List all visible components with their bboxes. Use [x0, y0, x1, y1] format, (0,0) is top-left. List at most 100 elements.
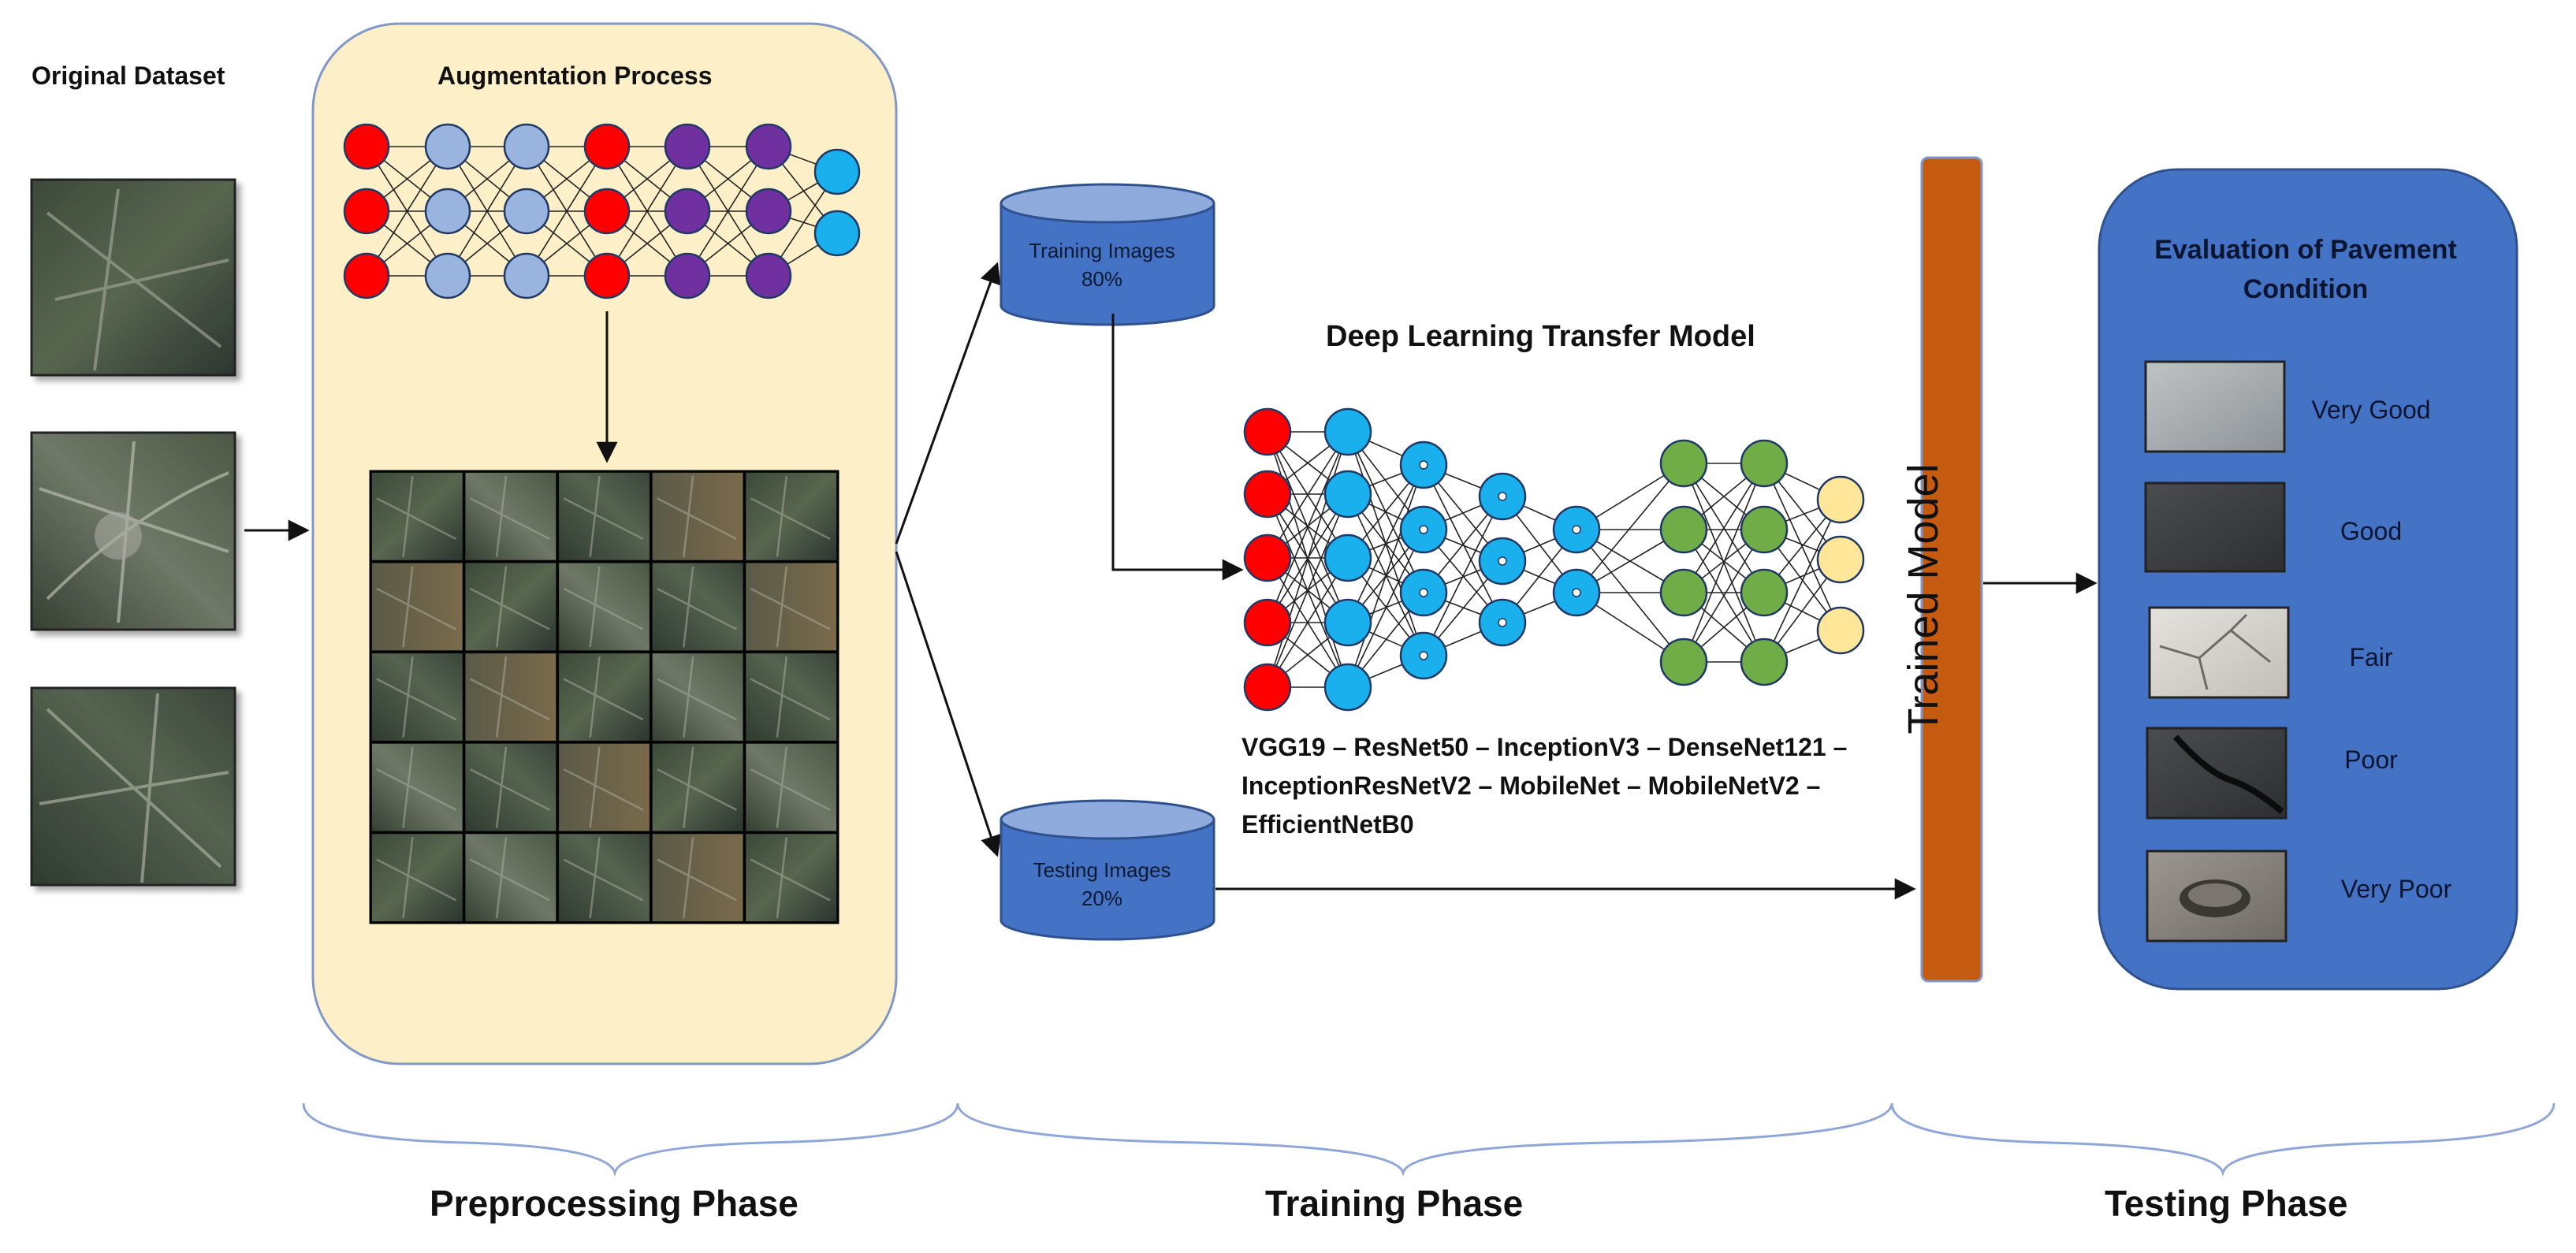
network-edge — [1267, 493, 1349, 688]
augmented-image-tile — [372, 563, 463, 651]
tile-road — [563, 746, 644, 828]
network-node — [503, 123, 550, 170]
pavement-image-good — [2144, 481, 2286, 573]
network-node — [1243, 663, 1292, 712]
network-node — [1243, 407, 1292, 456]
network-node — [1816, 606, 1865, 655]
tile-road — [563, 656, 644, 738]
augmented-image-tile — [372, 834, 463, 921]
trained-model-label: Trained Model — [1900, 463, 1947, 734]
testing-images-text: Testing Images — [1033, 858, 1171, 882]
network-node-center — [1498, 492, 1507, 501]
network-node — [1323, 598, 1372, 647]
network-edge — [1683, 463, 1765, 663]
arrow-to-testing-images — [895, 551, 1002, 857]
network-node — [1659, 568, 1708, 617]
network-node — [1323, 407, 1372, 456]
network-edge — [1347, 464, 1424, 688]
augmented-image-tile — [465, 653, 557, 741]
network-node — [583, 123, 631, 170]
network-node — [583, 252, 631, 299]
network-node — [1659, 439, 1708, 488]
satellite-image-1 — [30, 178, 236, 377]
tile-road — [470, 475, 550, 557]
trained-model-bar — [1920, 156, 1983, 983]
augmented-image-tile — [559, 563, 650, 651]
network-node — [1740, 638, 1789, 686]
augmented-image-tile — [746, 834, 836, 921]
tile-road — [750, 566, 831, 648]
model-list-line-2: InceptionResNetV2 – MobileNet – MobileNe… — [1241, 772, 1821, 800]
network-node — [1323, 470, 1372, 519]
augmented-image-tile — [372, 473, 463, 560]
network-edge — [1423, 496, 1503, 656]
model-list-line-1: VGG19 – ResNet50 – InceptionV3 – DenseNe… — [1241, 733, 1848, 761]
network-node-center — [1572, 525, 1581, 534]
network-node — [424, 188, 471, 235]
augmented-image-tile — [746, 563, 836, 651]
network-edge — [366, 146, 449, 277]
augmented-image-grid — [369, 470, 839, 924]
network-node-center — [1498, 618, 1507, 627]
pavement-image-poor — [2146, 727, 2288, 820]
tile-road — [470, 837, 550, 919]
model-list: VGG19 – ResNet50 – InceptionV3 – DenseNe… — [1241, 728, 1847, 844]
augmented-image-tile — [559, 834, 650, 921]
network-node — [745, 188, 792, 235]
testing-images-percent: 20% — [1081, 887, 1123, 910]
network-node — [664, 252, 711, 299]
augmented-image-tile — [559, 473, 650, 560]
original-dataset-label: Original Dataset — [32, 61, 225, 90]
network-edge — [1267, 557, 1349, 688]
network-node — [1816, 475, 1865, 524]
augmented-image-tile — [746, 473, 836, 560]
network-node — [343, 188, 390, 235]
condition-very-poor: Very Poor — [2340, 875, 2452, 903]
tile-road — [750, 837, 831, 919]
augmented-image-tile — [465, 563, 557, 651]
network-node — [813, 148, 861, 195]
network-edge — [1267, 431, 1349, 559]
augmentation-process-label: Augmentation Process — [437, 61, 713, 90]
brace-preprocessing — [302, 1102, 959, 1177]
network-node — [424, 123, 471, 170]
tile-road — [376, 475, 457, 557]
tile-road — [657, 566, 737, 648]
network-edge — [687, 146, 769, 277]
testing-images-label: Testing Images 20% — [996, 856, 1208, 913]
phase-preprocessing-label: Preprocessing Phase — [430, 1183, 798, 1224]
network-node — [1243, 598, 1292, 647]
network-node — [424, 252, 471, 299]
network-edge — [1576, 529, 1684, 663]
network-node — [1740, 568, 1789, 617]
network-node — [1740, 439, 1789, 488]
tile-road — [657, 475, 737, 557]
network-node — [664, 188, 711, 235]
phase-braces — [302, 1102, 2556, 1177]
network-node — [503, 252, 550, 299]
augmented-image-tile — [652, 563, 743, 651]
network-node — [813, 210, 861, 257]
evaluation-title: Evaluation of Pavement Condition — [2154, 235, 2457, 304]
network-edge — [606, 146, 688, 277]
network-node — [343, 123, 390, 170]
network-edge — [447, 146, 527, 277]
testing-images-cylinder — [1000, 799, 1215, 941]
tile-road — [657, 656, 737, 738]
pavement-image-very-good — [2144, 360, 2286, 453]
network-node — [745, 252, 792, 299]
condition-poor: Poor — [2344, 745, 2398, 774]
tile-road — [750, 475, 831, 557]
original-dataset-images — [30, 178, 236, 887]
transfer-model-title: Deep Learning Transfer Model — [1326, 320, 1755, 353]
augmented-image-tile — [652, 834, 743, 921]
phase-training-label: Training Phase — [1265, 1183, 1524, 1224]
tile-road — [470, 566, 550, 648]
network-node — [1323, 534, 1372, 582]
network-edge — [1683, 529, 1765, 663]
tile-road — [376, 656, 457, 738]
tile-road — [750, 656, 831, 738]
network-node — [745, 123, 792, 170]
network-node-center — [1419, 588, 1428, 597]
tile-road — [563, 566, 644, 648]
